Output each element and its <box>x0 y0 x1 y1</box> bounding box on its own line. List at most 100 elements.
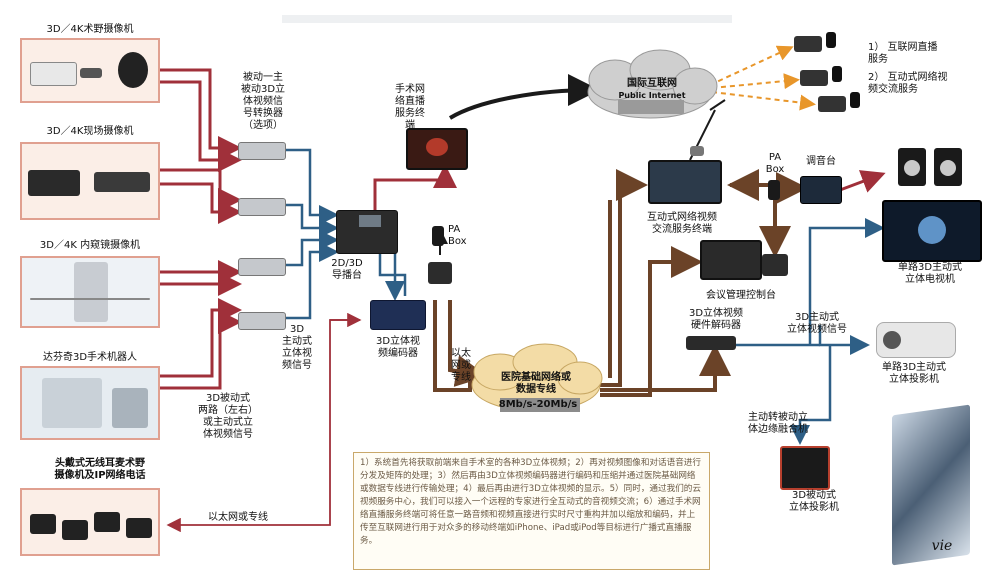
service-item-1: 1） 互联网直播 服务 <box>868 42 938 65</box>
conference-console-monitor <box>700 240 762 280</box>
headset-camera-label: 头戴式无线耳麦术野 摄像机及IP网络电话 <box>54 458 146 481</box>
phone-1 <box>826 32 836 48</box>
red-wire-mixer-speakers <box>839 170 886 193</box>
decoder-device <box>686 336 736 350</box>
robot-arms <box>42 378 102 428</box>
converter-label: 被动一主 被动3D立 体视频信 号转换器 （选项） <box>240 72 286 131</box>
red-wire-switcher-live <box>373 164 457 210</box>
phone-2 <box>832 66 842 82</box>
converter-4 <box>238 312 286 330</box>
red-wire-4b <box>160 310 242 390</box>
3d-projector <box>876 322 956 358</box>
internet-cloud-shape <box>587 49 718 119</box>
pa-box-1-label: PA Box <box>448 224 467 247</box>
robot-console <box>112 388 148 428</box>
internet-cloud-subtitle: Public Internet <box>618 91 686 100</box>
mixer-label: 调音台 <box>806 156 836 167</box>
conference-console-label: 会议管理控制台 <box>706 290 776 301</box>
ip-phone-3 <box>94 512 120 532</box>
outdoor-camera-label: 3D／4K术野摄像机 <box>46 24 134 35</box>
red-wire-1b <box>160 80 242 172</box>
service-item-2: 2） 互动式网络视 频交流服务 <box>868 72 948 95</box>
blue-wire-2 <box>285 203 339 238</box>
blue-wire-4 <box>285 242 339 320</box>
blue-wire-to-fusion <box>790 345 832 445</box>
camcorder <box>28 170 80 196</box>
audio-mixer <box>800 176 842 204</box>
brown-wire-net-interactive <box>600 169 648 387</box>
ip-phone-4 <box>126 518 152 538</box>
ip-phone-box <box>20 488 160 556</box>
passive-projector-label: 3D被动式 立体投影机 <box>789 490 839 513</box>
screen-text: vie <box>931 538 953 554</box>
ip-phone-1 <box>30 514 56 534</box>
hospital-cloud-speed: 8Mb/s-20Mb/s <box>498 399 578 410</box>
surgical-light-camera <box>118 52 148 88</box>
interactive-terminal-monitor <box>648 160 722 204</box>
ethernet-bottom-label: 以太网或专线 <box>208 512 268 523</box>
black-wire-internet-tail <box>709 99 726 111</box>
live-terminal-monitor <box>406 128 468 170</box>
internet-cloud-title: 国际互联网 <box>627 78 677 89</box>
endoscope-camera-label: 3D／4K 内窥镜摄像机 <box>39 240 141 251</box>
fusion-label: 主动转被动立 体边缘融合机 <box>748 412 808 435</box>
switcher-device <box>336 210 398 254</box>
orange-dash-2 <box>711 73 800 90</box>
pa-box-2-label: PA Box <box>765 152 785 175</box>
endoscope-tower <box>74 262 108 322</box>
black-wire-live-internet <box>448 74 600 120</box>
ip-phone-2 <box>62 520 88 540</box>
davinci-robot-label: 达芬奇3D手术机器人 <box>42 352 138 363</box>
davinci-robot-box <box>20 366 160 440</box>
brown-wire-net-decoder <box>600 344 731 392</box>
3d-tv <box>882 200 982 262</box>
converter-2 <box>238 198 286 216</box>
brown-wire-encoder-net-2 <box>448 300 488 387</box>
encoder-device <box>370 300 426 330</box>
live-terminal-label: 手术网 络直播 服务终 端 <box>395 84 425 131</box>
blue-wire-1 <box>285 148 339 225</box>
3d-projector-label: 单路3D主动式 立体投影机 <box>881 362 947 385</box>
decoder-label: 3D立体视频 硬件解码器 <box>688 308 744 331</box>
description-note: 1）系统首先将获取前端来自手术室的各种3D立体视频；2）再对视频图像和对话语音进… <box>353 452 710 570</box>
laptop-1 <box>794 36 822 52</box>
blue-wire-3 <box>285 230 339 267</box>
onsite-camera-label: 3D／4K现场摄像机 <box>46 126 134 137</box>
hospital-cloud-title: 医院基础网络或 数据专线 <box>501 372 571 395</box>
passive-signal-label: 3D被动式 两路（左右） 或主动式立 体视频信号 <box>198 393 258 440</box>
top-divider <box>282 15 732 23</box>
endoscope-camera-box <box>20 256 160 328</box>
camera-head <box>80 68 102 78</box>
outdoor-camera-box <box>20 38 160 103</box>
phone-3 <box>850 92 860 108</box>
speaker-right <box>934 148 962 186</box>
interactive-terminal-label: 互动式网络视频 交流服务终端 <box>647 212 717 235</box>
orange-dash-3 <box>711 91 816 111</box>
laptop-3 <box>818 96 846 112</box>
endoscope-instruments <box>30 298 150 300</box>
blue-wire-switcher-encoder-2 <box>378 252 407 296</box>
camera-control-unit <box>30 62 77 86</box>
pa-box-2 <box>768 180 780 200</box>
3d-tv-label: 单路3D主动式 立体电视机 <box>897 262 963 285</box>
blue-wire-to-tv <box>808 218 885 345</box>
encoder-label: 3D立体视 频编码器 <box>375 336 421 359</box>
laptop-2 <box>800 70 828 86</box>
box-camera <box>94 172 150 192</box>
converter-3 <box>238 258 286 276</box>
brown-wire-net-conference <box>600 246 703 397</box>
switcher-label: 2D/3D 导播台 <box>331 258 363 281</box>
red-wire-4a <box>160 298 242 378</box>
ip-phone-right <box>762 254 788 276</box>
active-signal-right-label: 3D主动式 立体视频信号 <box>787 312 847 335</box>
orange-dash-1 <box>709 45 794 86</box>
pa-box-1 <box>432 226 444 246</box>
passive-projectors <box>780 446 830 490</box>
converter-1 <box>238 142 286 160</box>
ip-phone-center <box>428 262 452 284</box>
red-wire-2b <box>160 182 242 224</box>
ethernet-label: 以太 网或 专线 <box>451 348 471 383</box>
speaker-left <box>898 148 926 186</box>
